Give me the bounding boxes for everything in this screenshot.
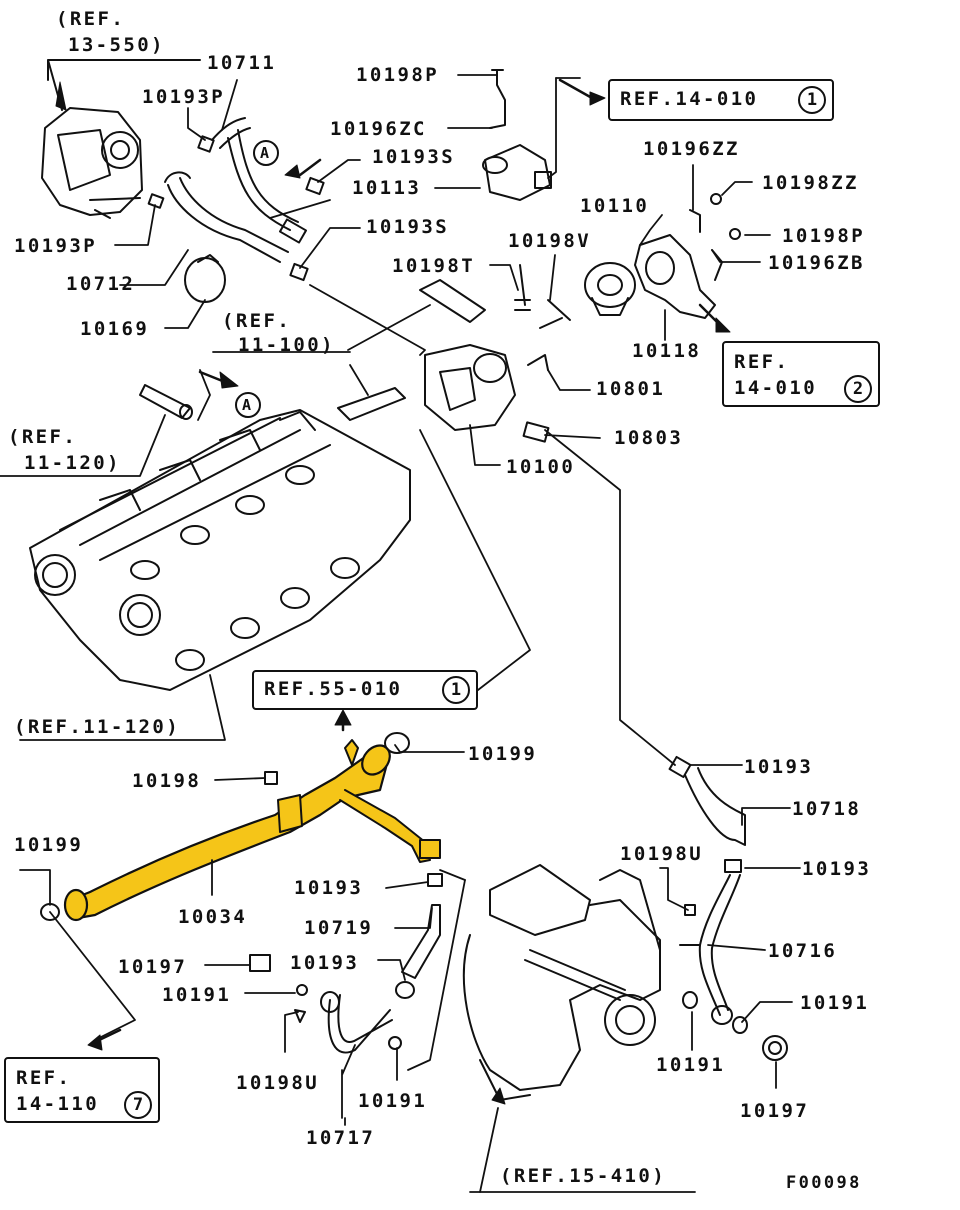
- part-label-10191-right: 10191: [800, 992, 870, 1014]
- ref-14-010-box-num-wrap: 2: [842, 375, 872, 403]
- ref-55-010-text: REF.55-010: [264, 678, 403, 700]
- ref-14-110-line1: REF.: [16, 1067, 72, 1089]
- hose-10712: [164, 171, 289, 263]
- part-label-10169: 10169: [80, 318, 150, 340]
- cylinder-head-drawing: [29, 409, 411, 691]
- ref-14-010-box: REF. 14-010 2: [722, 341, 880, 407]
- part-label-10712: 10712: [66, 273, 136, 295]
- marker-a-mid: A: [242, 396, 252, 414]
- part-label-10199-left: 10199: [14, 834, 84, 856]
- part-label-10198v: 10198V: [508, 230, 592, 252]
- ref-13-550-line1: (REF.: [56, 8, 126, 30]
- part-label-10193p-top: 10193P: [142, 86, 226, 108]
- thermostat-10110: [584, 262, 636, 316]
- part-label-10197-right: 10197: [740, 1100, 810, 1122]
- marker-a-top-circle: [253, 140, 279, 166]
- ref-14-010-top-num-wrap: 1: [796, 86, 826, 114]
- leader-lines: [0, 74, 771, 766]
- part-label-10191-left: 10191: [162, 984, 232, 1006]
- part-label-10717: 10717: [306, 1127, 376, 1149]
- part-label-10198zz: 10198ZZ: [762, 172, 859, 194]
- small-fittings-top: [147, 135, 325, 282]
- ref-14-010-top-text: REF.14-010: [620, 88, 759, 110]
- water-outlet-10100: [424, 344, 550, 443]
- ref-55-010-box: REF.55-010 1: [252, 670, 478, 710]
- part-label-10718: 10718: [792, 798, 862, 820]
- part-label-10196zz: 10196ZZ: [643, 138, 740, 160]
- ref-13-550-line2: 13-550): [68, 34, 165, 56]
- ref-55-010-num: 1: [442, 676, 470, 704]
- diagram-code: F00098: [786, 1173, 862, 1193]
- ref-14-110-box: REF. 14-110 7: [4, 1057, 160, 1123]
- part-label-10193s-b: 10193S: [366, 216, 450, 238]
- clamp-10169: [184, 254, 226, 303]
- part-label-10198p-right: 10198P: [782, 225, 866, 247]
- ref-15-410: (REF.15-410): [500, 1165, 667, 1187]
- part-label-10193-right: 10193: [744, 756, 814, 778]
- part-label-10198t: 10198T: [392, 255, 476, 277]
- leader-lines-bottom: [19, 744, 801, 1193]
- ref-11-120-bottom: (REF.11-120): [14, 716, 181, 738]
- part-label-10193-low: 10193: [290, 952, 360, 974]
- water-outlet-10113: [482, 69, 552, 201]
- arrow-tails: [93, 78, 722, 1044]
- part-label-10110: 10110: [580, 195, 650, 217]
- part-label-10716: 10716: [768, 940, 838, 962]
- part-label-10113: 10113: [352, 177, 422, 199]
- part-label-10199-top: 10199: [468, 743, 538, 765]
- part-label-10198u-right: 10198U: [620, 843, 704, 865]
- ref-11-120-line2: 11-120): [24, 452, 121, 474]
- part-label-10193s-a: 10193S: [372, 146, 456, 168]
- part-label-10801: 10801: [596, 378, 666, 400]
- part-label-10034: 10034: [178, 906, 248, 928]
- part-label-10719: 10719: [304, 917, 374, 939]
- part-label-10193-right2: 10193: [802, 858, 872, 880]
- ref-55-010-num-wrap: 1: [440, 676, 470, 704]
- part-label-10118: 10118: [632, 340, 702, 362]
- turbo-manifold-drawing: [462, 864, 788, 1101]
- part-label-10197-left: 10197: [118, 956, 188, 978]
- ref-14-110-line2: 14-110: [16, 1093, 100, 1115]
- ref-14-010-top-box: REF.14-010 1: [608, 79, 834, 121]
- ref-14-110-num-wrap: 7: [122, 1091, 152, 1119]
- marker-a-top: A: [260, 144, 270, 162]
- part-label-10191-bottom: 10191: [358, 1090, 428, 1112]
- marker-a-mid-circle: [235, 392, 261, 418]
- ref-14-110-num: 7: [124, 1091, 152, 1119]
- part-label-10198-pipe: 10198: [132, 770, 202, 792]
- hoses-right: [668, 755, 746, 1025]
- bolts-right-top: [514, 193, 741, 329]
- ref-14-010-box-line1: REF.: [734, 351, 790, 373]
- part-label-10100: 10100: [506, 456, 576, 478]
- ref-11-120-line1: (REF.: [8, 426, 78, 448]
- part-label-10196zc: 10196ZC: [330, 118, 427, 140]
- part-label-10198u-left: 10198U: [236, 1072, 320, 1094]
- part-label-10196zb: 10196ZB: [768, 252, 865, 274]
- part-label-10193-mid: 10193: [294, 877, 364, 899]
- ref-14-010-box-line2: 14-010: [734, 377, 818, 399]
- hose-10711: [211, 117, 308, 244]
- part-label-10803: 10803: [614, 427, 684, 449]
- arrows: [55, 81, 731, 1105]
- part-label-10191-mid: 10191: [656, 1054, 726, 1076]
- ref-11-100-line2: 11-100): [238, 334, 335, 356]
- ref-14-010-box-num: 2: [844, 375, 872, 403]
- throttle-body-drawing: [41, 59, 201, 219]
- ref-11-100-line1: (REF.: [222, 310, 292, 332]
- ref-14-010-top-num: 1: [798, 86, 826, 114]
- part-label-10193p-left: 10193P: [14, 235, 98, 257]
- part-label-10711: 10711: [207, 52, 277, 74]
- part-label-10198p-top: 10198P: [356, 64, 440, 86]
- gaskets-11-100: [139, 279, 486, 421]
- thermostat-housing-10118: [634, 209, 723, 319]
- water-pipe-10034: [63, 739, 441, 922]
